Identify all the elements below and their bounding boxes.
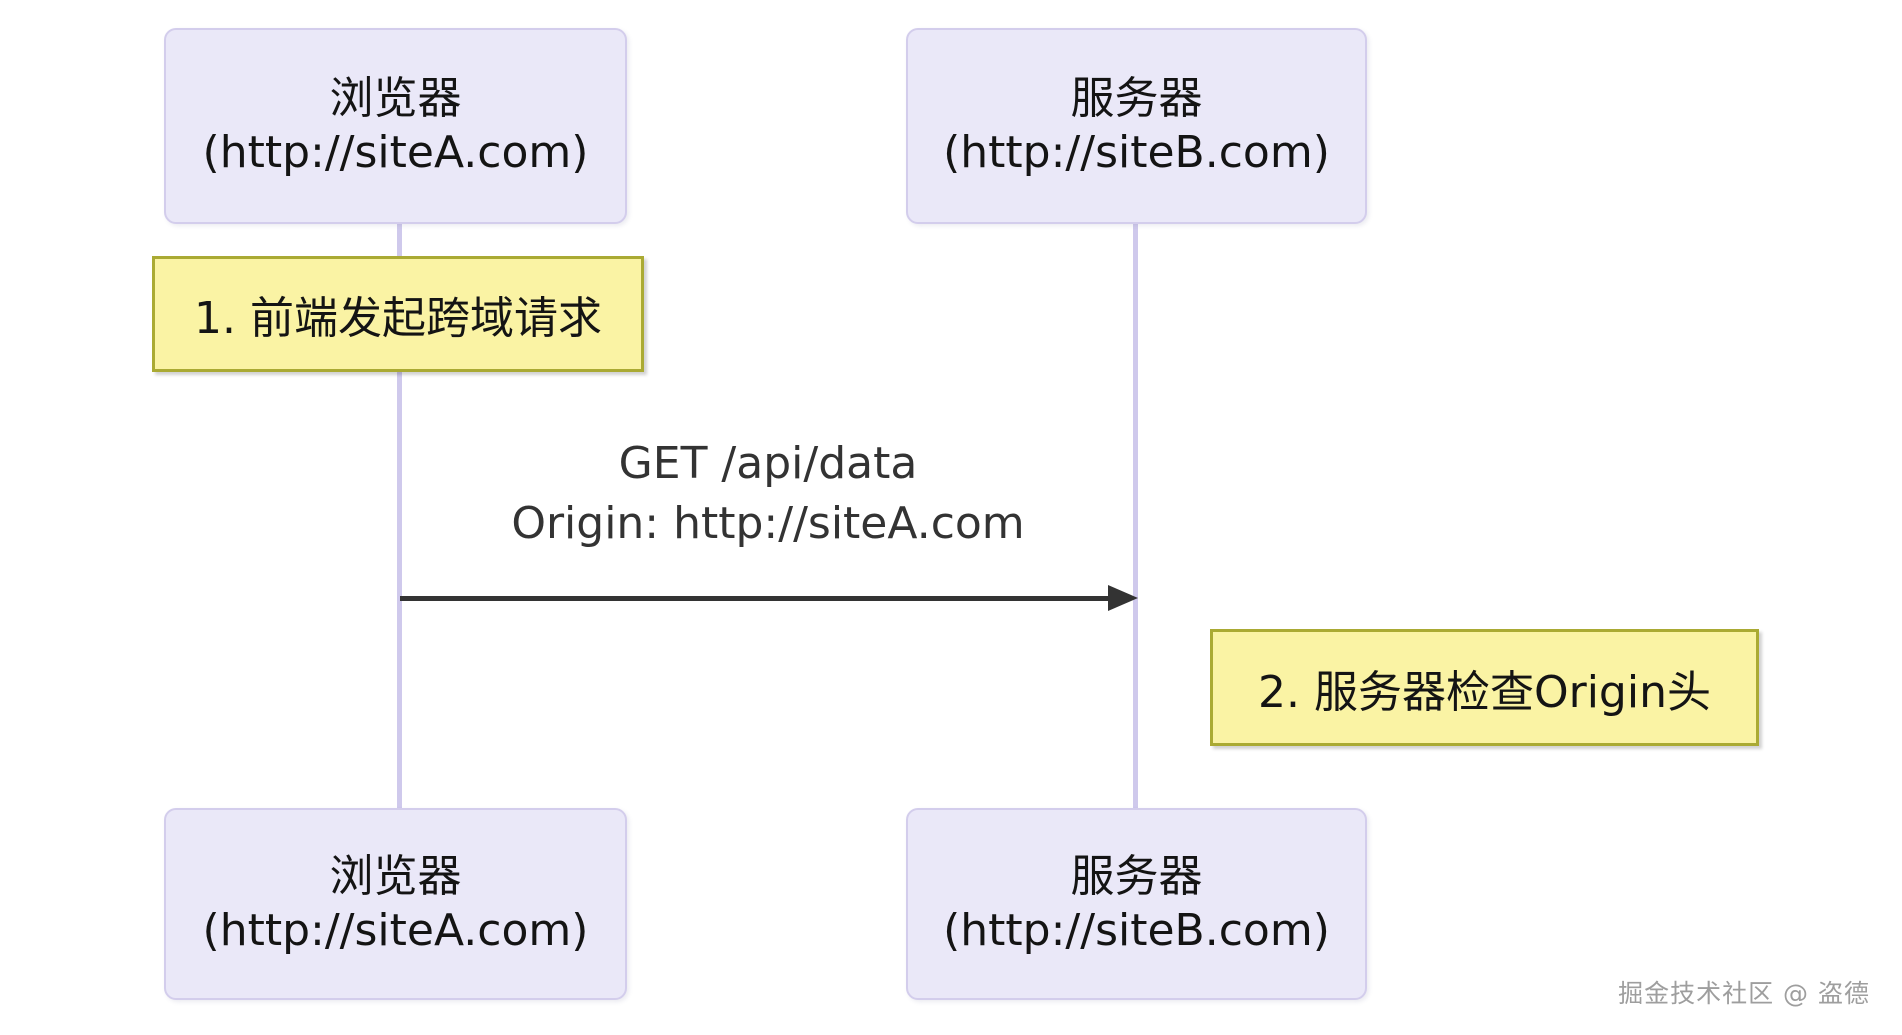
actor-server-subtitle: (http://siteB.com)	[943, 127, 1330, 178]
actor-box-browser-top: 浏览器 (http://siteA.com)	[164, 28, 627, 224]
lifeline-server	[1133, 224, 1138, 809]
message-line1: GET /api/data	[618, 438, 918, 489]
note-step2-label: 2. 服务器检查Origin头	[1258, 666, 1711, 718]
actor-box-server-bottom: 服务器 (http://siteB.com)	[906, 808, 1367, 1000]
note-step2: 2. 服务器检查Origin头	[1210, 629, 1759, 746]
actor-browser-subtitle: (http://siteA.com)	[202, 905, 589, 956]
actor-box-server-top: 服务器 (http://siteB.com)	[906, 28, 1367, 224]
message-line2: Origin: http://siteA.com	[511, 497, 1025, 549]
actor-server-subtitle: (http://siteB.com)	[943, 905, 1330, 956]
actor-server-title: 服务器	[1070, 73, 1203, 125]
message-label: GET /api/data Origin: http://siteA.com	[400, 434, 1136, 554]
note-step1: 1. 前端发起跨域请求	[152, 256, 644, 372]
actor-box-browser-bottom: 浏览器 (http://siteA.com)	[164, 808, 627, 1000]
message-arrow-line	[400, 596, 1108, 601]
message-arrowhead-icon	[1108, 585, 1138, 611]
actor-browser-title: 浏览器	[329, 73, 462, 125]
lifeline-browser	[397, 224, 402, 809]
note-step1-label: 1. 前端发起跨域请求	[194, 293, 602, 344]
actor-server-title: 服务器	[1070, 851, 1203, 903]
watermark: 掘金技术社区 @ 盗德	[1618, 979, 1870, 1008]
actor-browser-subtitle: (http://siteA.com)	[202, 127, 589, 178]
actor-browser-title: 浏览器	[329, 851, 462, 903]
